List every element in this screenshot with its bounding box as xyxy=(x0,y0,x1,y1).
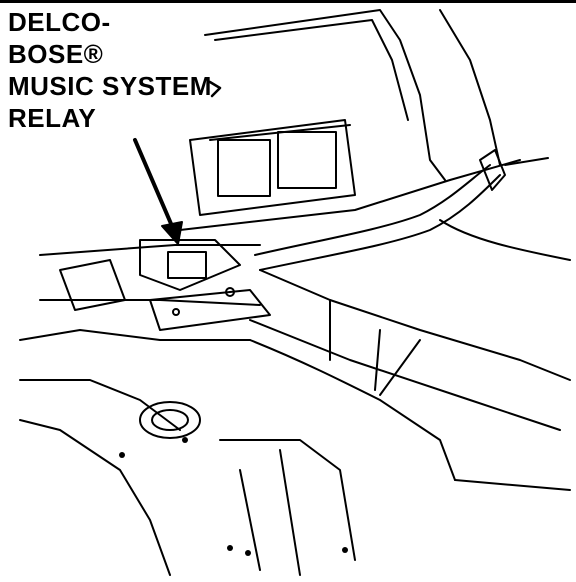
relay-bracket xyxy=(59,239,271,331)
trunk-floor xyxy=(19,244,571,576)
fasteners xyxy=(119,437,348,556)
callout-line-1: DELCO- xyxy=(8,7,111,37)
callout-hook xyxy=(208,80,222,98)
relay-pointer-arrow xyxy=(133,138,183,245)
callout-line-3: MUSIC SYSTEM xyxy=(8,71,212,101)
top-border-rule xyxy=(0,0,576,3)
callout-line-4: RELAY xyxy=(8,103,97,133)
wire-harness xyxy=(254,149,571,271)
callout-line-2: BOSE® xyxy=(8,39,104,69)
relay-callout-label: DELCO- BOSE® MUSIC SYSTEM RELAY xyxy=(8,6,212,134)
rear-window-frame xyxy=(179,9,521,231)
